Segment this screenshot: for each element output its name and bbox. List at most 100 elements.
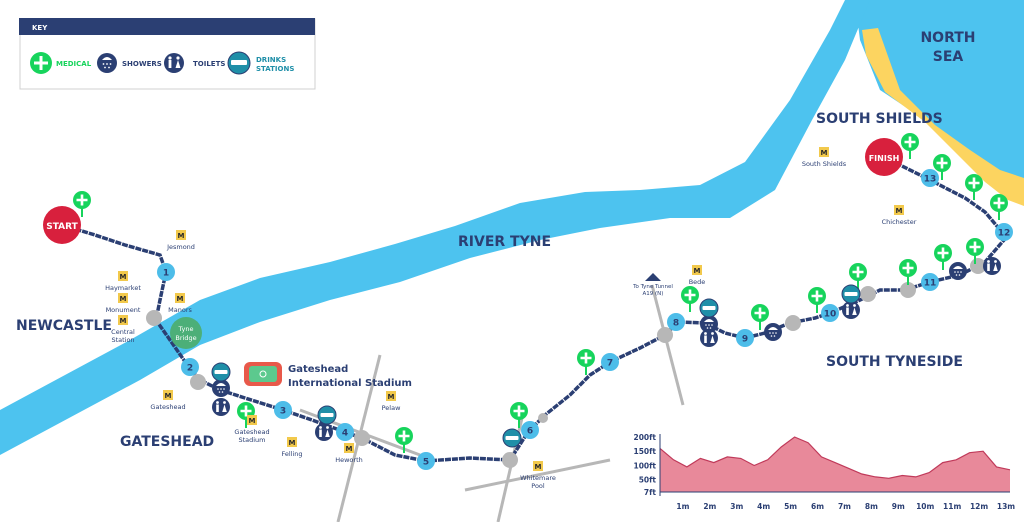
mile-marker-label: 7 xyxy=(607,359,613,369)
metro-icon-letter: M xyxy=(896,207,903,215)
elevation-y-tick: 7ft xyxy=(644,488,656,497)
metro-station-label-bede: Bede xyxy=(689,278,706,286)
metro-icon xyxy=(118,271,128,281)
north-sea-label-1: NORTH xyxy=(920,30,975,46)
stadium-icon xyxy=(244,362,282,386)
metro-icon-letter: M xyxy=(120,273,127,281)
toilet-icon xyxy=(983,257,1001,275)
drinks-station-icon xyxy=(841,284,861,304)
toilet-icon xyxy=(700,329,718,347)
drinks-station-icon xyxy=(699,298,719,318)
elevation-x-tick: 13m xyxy=(997,502,1015,511)
drinks-station-icon xyxy=(502,428,522,448)
mile-marker-label: 6 xyxy=(527,427,533,437)
metro-icon xyxy=(819,147,829,157)
metro-icon xyxy=(175,293,185,303)
medical-icon xyxy=(934,244,952,270)
medical-icon xyxy=(965,174,983,200)
metro-station-label-whitemare-pool: Pool xyxy=(531,482,545,490)
elevation-x-tick: 12m xyxy=(970,502,988,511)
metro-icon xyxy=(894,205,904,215)
mile-marker-label: 8 xyxy=(673,319,679,329)
metro-line-tunnel xyxy=(650,284,685,406)
metro-station-label-felling: Felling xyxy=(281,450,302,458)
tunnel-label-1: To Tyne Tunnel xyxy=(632,284,673,290)
mile-marker xyxy=(995,223,1013,241)
mile-marker xyxy=(821,304,839,322)
metro-station-label-heworth: Heworth xyxy=(335,456,363,464)
key-shower-icon xyxy=(97,53,117,73)
shower-icon xyxy=(764,323,782,341)
finish-label: FINISH xyxy=(869,154,900,163)
tyne-bridge-label-2: Bridge xyxy=(175,334,196,342)
mile-marker xyxy=(921,169,939,187)
toilet-icon xyxy=(842,301,860,319)
race-route xyxy=(61,155,1006,463)
mile-marker xyxy=(601,353,619,371)
metro-icon xyxy=(692,265,702,275)
elevation-x-tick: 4m xyxy=(757,502,770,511)
medical-icon xyxy=(990,194,1008,220)
metro-icon-letter: M xyxy=(120,317,127,325)
mile-marker xyxy=(736,329,754,347)
metro-station-label-jesmond: Jesmond xyxy=(166,243,195,251)
metro-station-label-whitemare-pool: Whitemare xyxy=(520,474,556,482)
metro-station-label-central-station: Central xyxy=(111,328,135,336)
metro-station-label-gateshead-stadium: Gateshead xyxy=(234,428,269,436)
elevation-x-tick: 8m xyxy=(865,502,878,511)
toilet-icon xyxy=(315,423,333,441)
mile-marker-label: 12 xyxy=(998,229,1011,239)
metro-station-label-monument: Monument xyxy=(106,306,141,314)
metro-icon xyxy=(118,293,128,303)
metro-station-label-central-station: Station xyxy=(111,336,134,344)
elevation-x-tick: 6m xyxy=(811,502,824,511)
metro-station-label-chichester: Chichester xyxy=(882,218,917,226)
south-shields-label: SOUTH SHIELDS xyxy=(816,111,943,127)
metro-icon-letter: M xyxy=(177,295,184,303)
toilet-icon xyxy=(212,398,230,416)
elevation-x-tick: 10m xyxy=(916,502,934,511)
mile-marker xyxy=(336,423,354,441)
gateshead-label: GATESHEAD xyxy=(120,434,214,450)
metro-station-label-pelaw: Pelaw xyxy=(382,404,401,412)
mile-marker-label: 9 xyxy=(742,335,748,345)
metro-icon-letter: M xyxy=(289,439,296,447)
elevation-y-tick: 100ft xyxy=(633,461,656,470)
coastline-sand xyxy=(862,28,1024,206)
medical-icon xyxy=(73,191,91,217)
medical-icon xyxy=(901,133,919,159)
medical-icon xyxy=(577,349,595,375)
start-label: START xyxy=(46,222,78,232)
metro-icon xyxy=(247,415,257,425)
north-sea-water xyxy=(855,0,1024,205)
mile-marker-label: 3 xyxy=(280,407,286,417)
metro-icon-letter: M xyxy=(165,392,172,400)
tyne-bridge-label-1: Tyne xyxy=(178,325,194,333)
mile-marker xyxy=(181,358,199,376)
metro-icon-letter: M xyxy=(120,295,127,303)
start-marker xyxy=(43,206,81,244)
metro-icon xyxy=(287,437,297,447)
south-tyneside-label: SOUTH TYNESIDE xyxy=(826,354,963,370)
metro-station-label-gateshead: Gateshead xyxy=(150,403,185,411)
mile-marker xyxy=(157,263,175,281)
map-markers: 12345678910111213MJesmondMHaymarketMMonu… xyxy=(73,133,1013,490)
metro-icon xyxy=(533,461,543,471)
mile-marker-label: 10 xyxy=(824,310,837,320)
elevation-y-tick: 150ft xyxy=(633,447,656,456)
finish-marker xyxy=(865,138,903,176)
key-showers-label: SHOWERS xyxy=(122,60,162,68)
metro-line-whitemare xyxy=(464,458,611,492)
metro-icon-letter: M xyxy=(249,417,256,425)
mile-marker-label: 13 xyxy=(924,175,937,185)
metro-icon-letter: M xyxy=(535,463,542,471)
north-sea-label-2: SEA xyxy=(933,49,964,65)
key-title: KEY xyxy=(32,24,48,32)
tyne-bridge-marker xyxy=(170,317,202,349)
medical-icon xyxy=(510,402,528,428)
elevation-x-tick: 11m xyxy=(943,502,961,511)
mile-marker-label: 1 xyxy=(163,269,169,279)
